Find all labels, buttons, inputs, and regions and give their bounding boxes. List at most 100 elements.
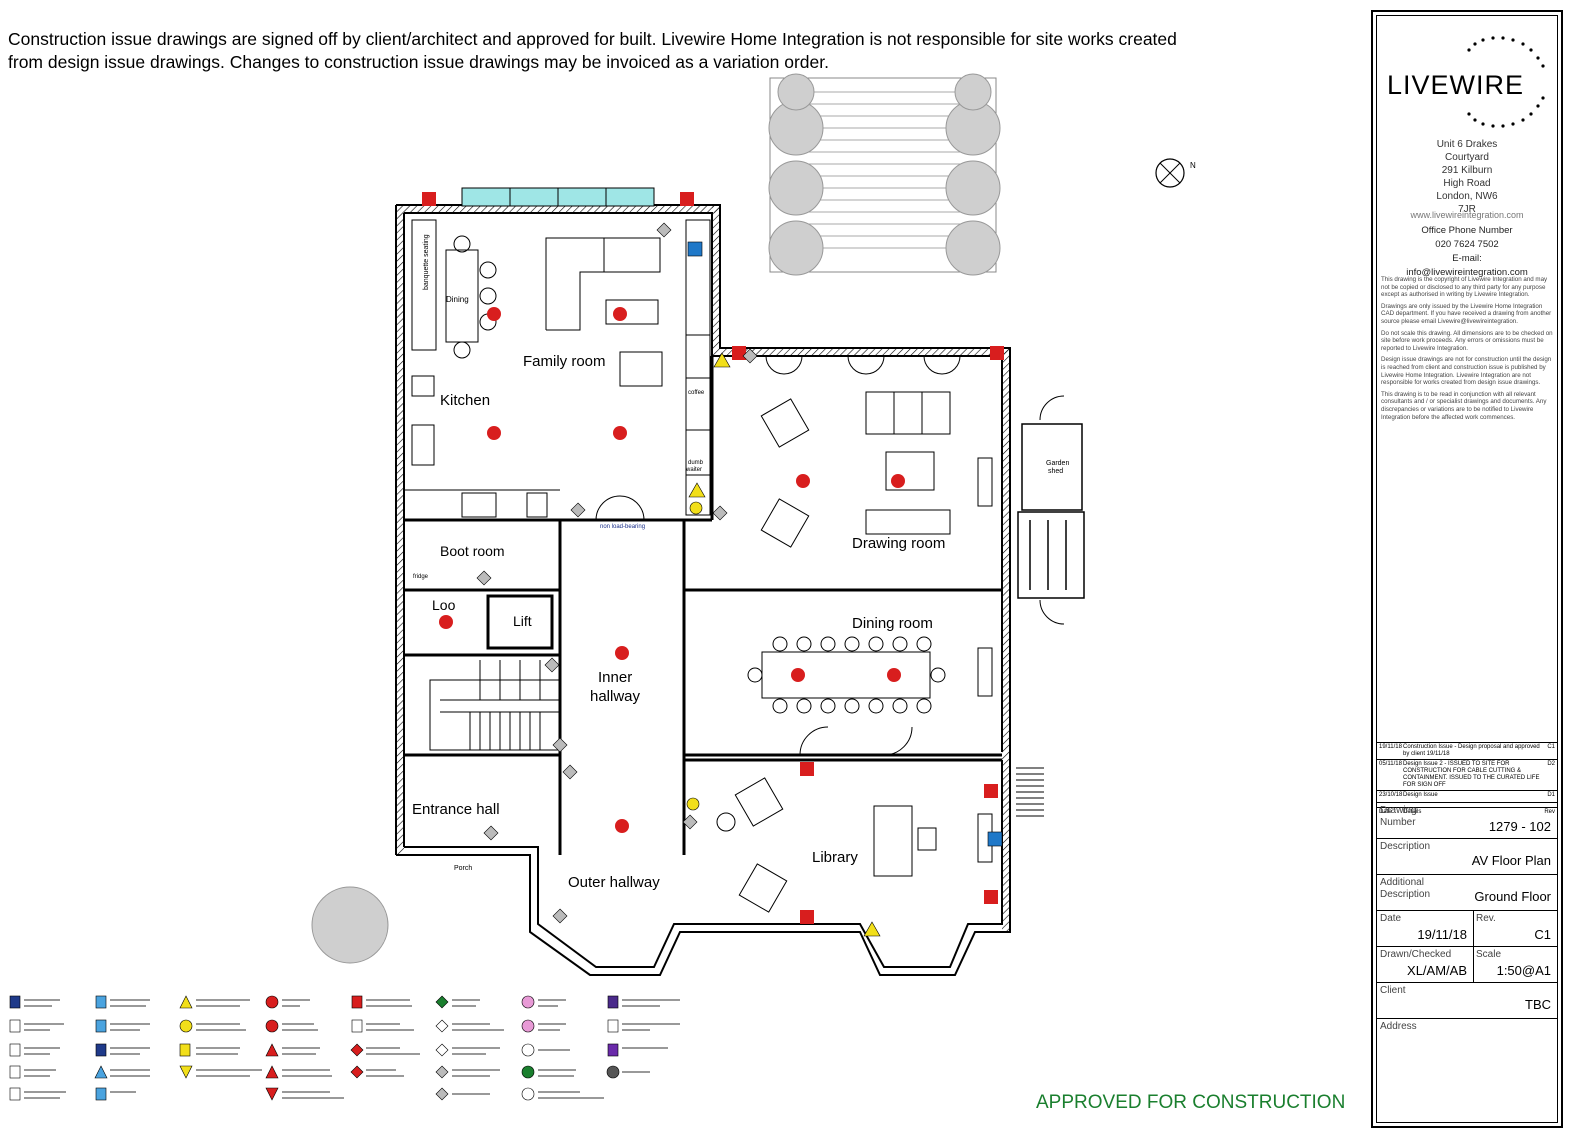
label-family-room: Family room (523, 353, 606, 370)
revision-details: Construction Issue - Design proposal and… (1403, 744, 1540, 757)
drawn-value: XL/AM/AB (1407, 963, 1467, 978)
roof-windows (461, 187, 655, 207)
drawing-number-label: Drawing Number (1380, 805, 1417, 828)
revision-row: 19/11/18 Construction Issue - Design pro… (1377, 742, 1557, 759)
drawing-date: 19/11/18 (1417, 927, 1467, 942)
address-line: 7JR (1458, 204, 1476, 215)
north-arrow-icon: N (1155, 158, 1196, 188)
description-field: Description AV Floor Plan (1377, 838, 1557, 875)
label-dumb-1: dumb (688, 460, 704, 466)
label-fridge: fridge (413, 574, 429, 580)
drawn-scale-field: Drawn/Checked XL/AM/AB Scale 1:50@A1 (1377, 946, 1557, 983)
drawing-number: 1279 - 102 (1488, 819, 1551, 834)
description-label: Description (1380, 841, 1431, 852)
label-garden-2: shed (1048, 468, 1063, 475)
doors (595, 355, 1065, 756)
label-inner-2: hallway (590, 688, 641, 705)
drawn-cell: Drawn/Checked XL/AM/AB (1377, 947, 1474, 983)
address-line: Unit 6 Drakes (1436, 139, 1498, 150)
revision-code: C1 (1547, 744, 1555, 750)
label-dining: Dining (446, 295, 469, 304)
address-field: Address (1377, 1018, 1557, 1119)
construction-notice: Construction issue drawings are signed o… (8, 28, 1308, 74)
label-inner-1: Inner (598, 669, 632, 686)
floor-plan: N (9, 73, 1196, 1101)
label-banquette: banquette seating (423, 234, 430, 290)
scale-label: Scale (1476, 949, 1502, 960)
rev-cell: Rev. C1 (1473, 911, 1557, 947)
library-furniture (716, 777, 993, 913)
garden-shed (1017, 423, 1085, 599)
legal-notes: This drawing is the copyright of Livewir… (1381, 276, 1553, 425)
date-label: Date (1380, 913, 1402, 924)
email-label: E-mail: (1452, 253, 1482, 264)
label-garden-1: Garden (1046, 460, 1069, 467)
kitchen-furniture (404, 219, 711, 518)
label-boot-room: Boot room (440, 543, 505, 559)
wall-hatch-kitchen-east (712, 205, 720, 355)
approved-for-construction-stamp: APPROVED FOR CONSTRUCTION (1036, 1092, 1346, 1113)
revision-header-row: Date Details Rev (1377, 807, 1557, 818)
scale-cell: Scale 1:50@A1 (1473, 947, 1557, 983)
legal-note: Design issue drawings are not for constr… (1381, 356, 1552, 387)
wall-hatch-north (404, 205, 720, 213)
contact-details: Office Phone Number 020 7624 7502 E-mail… (1377, 224, 1557, 280)
terrace (311, 73, 1001, 964)
additional-description-label: Additional Description (1380, 877, 1431, 900)
company-address: Unit 6 Drakes Courtyard 291 Kilburn High… (1377, 138, 1557, 216)
address-label: Address (1380, 1021, 1417, 1032)
additional-description-field: Additional Description Ground Floor (1377, 874, 1557, 911)
label-porch: Porch (454, 865, 472, 872)
date-rev-field: Date 19/11/18 Rev. C1 (1377, 910, 1557, 947)
title-block-inner: LIVEWIRE Unit 6 Drakes Courtyard 291 Kil… (1376, 15, 1558, 1123)
legal-note: This drawing is the copyright of Livewir… (1381, 276, 1548, 299)
client-field: Client TBC (1377, 982, 1557, 1019)
legal-note: Do not scale this drawing. All dimension… (1381, 329, 1553, 352)
speaker-markers (439, 307, 905, 833)
revision-row: 23/10/18 Design Issue D1 (1377, 790, 1557, 807)
yellow-triangles (686, 352, 881, 937)
address-line: 291 Kilburn (1441, 165, 1493, 176)
revision-date: 05/11/18 (1379, 761, 1402, 767)
revision-date: 19/11/18 (1379, 744, 1402, 750)
wall-hatch-east (1002, 348, 1010, 932)
label-dining-room: Dining room (852, 615, 933, 632)
client-value: TBC (1525, 997, 1551, 1012)
notice-line-1: Construction issue drawings are signed o… (8, 29, 1177, 49)
revision-code: D1 (1547, 792, 1555, 798)
wall-point-markers (422, 192, 1004, 924)
revision-header-date: Date (1379, 809, 1392, 815)
office-phone-label: Office Phone Number (1421, 225, 1513, 236)
drawing-number-field: Drawing Number 1279 - 102 (1377, 802, 1557, 839)
symbol-legend (9, 995, 680, 1101)
scale-value: 1:50@A1 (1496, 963, 1551, 978)
label-kitchen: Kitchen (440, 392, 490, 409)
client-label: Client (1380, 985, 1406, 996)
legal-note: Drawings are only issued by the Livewire… (1381, 302, 1552, 325)
revision-date: 23/10/18 (1379, 792, 1403, 798)
label-loo: Loo (432, 597, 456, 613)
additional-description: Ground Floor (1474, 889, 1551, 904)
legal-note: This drawing is to be read in conjunctio… (1381, 390, 1547, 421)
rev-value: C1 (1534, 927, 1551, 942)
label-coffee: coffee (688, 390, 705, 396)
label-drawing-room: Drawing room (852, 535, 945, 552)
revision-code: D2 (1547, 761, 1555, 767)
porch-steps (1016, 767, 1044, 817)
family-sofa (545, 237, 663, 387)
label-lift: Lift (513, 613, 532, 629)
revision-details: Design Issue (1403, 792, 1438, 798)
staircase (429, 660, 561, 751)
dining-table (747, 636, 993, 714)
label-outer-hallway: Outer hallway (568, 874, 660, 891)
address-line: London, NW6 (1436, 191, 1498, 202)
revision-table: 19/11/18 Construction Issue - Design pro… (1377, 742, 1557, 818)
livewire-logo: LIVEWIRE (1387, 36, 1545, 128)
revision-header-rev: Rev (1544, 809, 1555, 815)
svg-text:N: N (1190, 161, 1196, 170)
label-entrance-hall: Entrance hall (412, 801, 500, 818)
revision-header-details: Details (1403, 809, 1422, 815)
logo-text: LIVEWIRE (1387, 70, 1524, 100)
rev-label: Rev. (1476, 913, 1496, 924)
wall-hatch-west (396, 205, 404, 855)
